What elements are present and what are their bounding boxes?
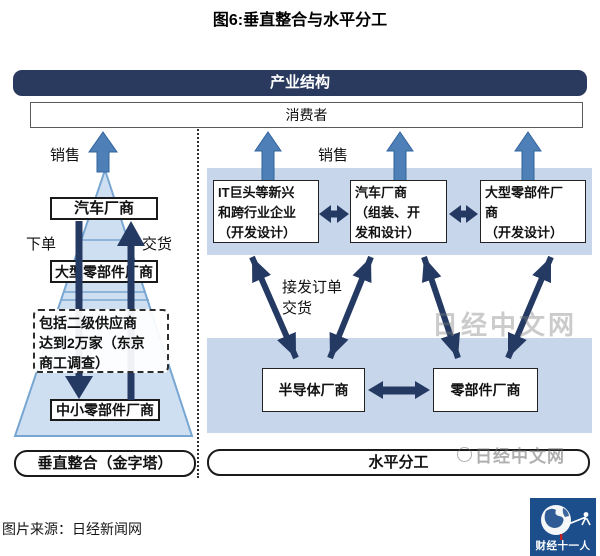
caijing-logo: 财经十一人 [530, 498, 596, 556]
automaker-box-left: 汽车厂商 [50, 197, 158, 220]
vertical-integration-caption: 垂直整合（金字塔） [14, 450, 196, 477]
globe-runner-icon [541, 505, 591, 540]
parts-box: 零部件厂商 [433, 368, 538, 412]
large-parts-box-right: 大型零部件厂 商 （开发设计） [480, 180, 586, 243]
sales-label-left: 销售 [50, 147, 81, 164]
order-label: 下单 [26, 236, 57, 253]
image-source-note: 图片来源：日经新闻网 [2, 521, 142, 537]
sales-up-arrow-right-3 [514, 131, 542, 183]
sales-up-arrow-right-2 [386, 131, 414, 183]
sales-label-right: 销售 [318, 147, 349, 164]
consumer-box: 消费者 [30, 102, 583, 128]
order-delivery-label: 接发订单 交货 [282, 279, 343, 317]
page-title: 图6:垂直整合与水平分工 [212, 12, 388, 29]
sales-up-arrow-right-1 [254, 131, 282, 183]
horizontal-division-caption: 水平分工 [207, 449, 590, 476]
automaker-box-right: 汽车厂商 （组装、开 发和设计） [350, 180, 447, 243]
semiconductor-box: 半导体厂商 [262, 368, 365, 412]
section-divider [197, 126, 199, 478]
logo-text: 财经十一人 [535, 540, 591, 552]
supplier-note-box: 包括二级供应商 达到2万家（东京 商工调查） [33, 309, 169, 373]
delivery-label: 交货 [142, 236, 173, 253]
sme-parts-box: 中小零部件厂商 [50, 399, 160, 421]
sales-up-arrow-left [88, 131, 118, 173]
industry-structure-header: 产业结构 [13, 70, 587, 96]
it-giants-box: IT巨头等新兴 和跨行业企业 （开发设计） [213, 180, 319, 243]
large-parts-box-left: 大型零部件厂商 [50, 260, 158, 283]
